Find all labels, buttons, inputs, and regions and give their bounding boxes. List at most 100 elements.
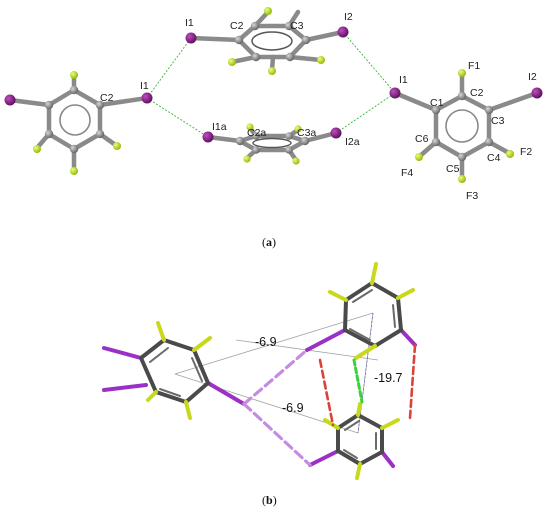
carbon-atom (95, 129, 105, 139)
fluorine-atom (70, 167, 78, 175)
molecule-right: I1 F1 I2 C1 C2 C3 C6 C4 F2 F4 C5 F3 (389, 60, 543, 202)
panel-label-b: (b) (262, 493, 277, 507)
panel-label-a-text: a (266, 235, 272, 249)
fluorine-atom (246, 123, 254, 131)
carbon-atom (431, 137, 441, 147)
molecule-b-upper (305, 262, 417, 360)
halogen-bond-lines (146, 31, 396, 138)
fluorine-atom (268, 67, 276, 75)
atom-label: I1 (399, 74, 408, 86)
carbon-atom (69, 85, 79, 95)
iodine-atom (330, 127, 342, 139)
panel-label-a: (a) (262, 235, 276, 249)
fluorine-atom (506, 150, 514, 158)
atom-label: C5 (446, 163, 460, 175)
molecule-middle: I1a C2a C3a I2a (202, 121, 360, 165)
atom-label: C2 (100, 92, 114, 104)
carbon-atom (285, 132, 293, 140)
fluorine-atom (458, 69, 466, 77)
aromatic-ring (445, 109, 479, 143)
bonds (308, 402, 400, 480)
contact-red (318, 358, 335, 427)
atom-label: C4 (487, 152, 501, 164)
molecule-top: I1 C2 C3 I2 (185, 7, 353, 75)
energy-label: -6.9 (255, 335, 277, 349)
atom-label: F4 (401, 167, 413, 179)
atoms (202, 123, 342, 165)
fluorine-atom (317, 56, 325, 64)
carbon-atom (457, 152, 467, 162)
iodine-atom (202, 131, 214, 143)
halogen-bond-line (146, 97, 209, 138)
molecule-left: I1 C2 (4, 71, 153, 175)
iodine-atom (185, 32, 197, 44)
carbon-atom (431, 105, 441, 115)
halogen-bond-line (146, 37, 192, 99)
contact-red (408, 343, 417, 420)
interaction-contacts (242, 343, 417, 467)
carbon-atom (234, 35, 244, 45)
fluorine-atom (243, 155, 251, 163)
atom-label: C6 (415, 133, 429, 145)
molecule-b-left (102, 321, 246, 420)
atom-label: F1 (468, 60, 480, 72)
atom-label: C2 (470, 87, 484, 99)
fluorine-atom (228, 58, 236, 66)
atom-label: F2 (520, 146, 532, 158)
carbon-atom (251, 52, 261, 62)
carbon-atom (235, 136, 245, 146)
atoms (389, 69, 543, 183)
fluorine-atom (264, 7, 272, 15)
atom-label: I1a (212, 121, 227, 133)
aromatic-ring (251, 31, 293, 51)
contact-green (352, 358, 364, 404)
carbon-atom (252, 132, 260, 140)
atom-label: C2a (247, 127, 266, 139)
atoms (185, 7, 349, 75)
atom-label: C3 (290, 20, 304, 32)
atom-label: C1 (430, 97, 444, 109)
aromatic-ring (252, 137, 292, 149)
energy-label: -19.7 (374, 371, 403, 385)
fluorine-atom (113, 142, 121, 150)
atom-label: C2 (230, 20, 244, 32)
carbon-atom (250, 21, 260, 31)
carbon-atom (285, 52, 295, 62)
panel-label-b-text: b (266, 493, 273, 507)
halogen-bond-contact (242, 348, 309, 406)
iodine-atom (389, 87, 401, 99)
atom-label: C3 (491, 115, 505, 127)
carbon-atom (44, 100, 54, 110)
atoms (4, 71, 153, 175)
bonds (102, 321, 246, 420)
carbon-atom (284, 21, 294, 31)
fluorine-atom (294, 125, 302, 133)
iodine-atom (531, 87, 543, 99)
carbon-atom (301, 35, 311, 45)
halogen-bond-line (335, 92, 396, 134)
fluorine-atom (415, 153, 423, 161)
fluorine-atom (70, 71, 78, 79)
bonds (305, 262, 417, 360)
panel-b: -6.9 -6.9 -19.7 (b) (102, 262, 417, 507)
carbon-atom (44, 129, 54, 139)
panel-a: I1 C2 (4, 7, 543, 249)
bonds (392, 71, 540, 181)
iodine-atom (141, 92, 153, 104)
atom-label: I1 (185, 17, 194, 29)
atom-label: C3a (297, 127, 316, 139)
framework-dashed-line (357, 312, 374, 434)
atom-label: I2a (345, 136, 360, 148)
iodine-atom (337, 26, 349, 38)
fluorine-atom (292, 157, 300, 165)
carbon-atom (300, 136, 310, 146)
carbon-atom (457, 91, 467, 101)
carbon-atom (252, 146, 260, 154)
fluorine-atom (33, 145, 41, 153)
iodine-atom (4, 94, 16, 106)
halogen-bond-line (342, 31, 396, 94)
bonds (7, 72, 150, 173)
fluorine-atom (458, 175, 466, 183)
